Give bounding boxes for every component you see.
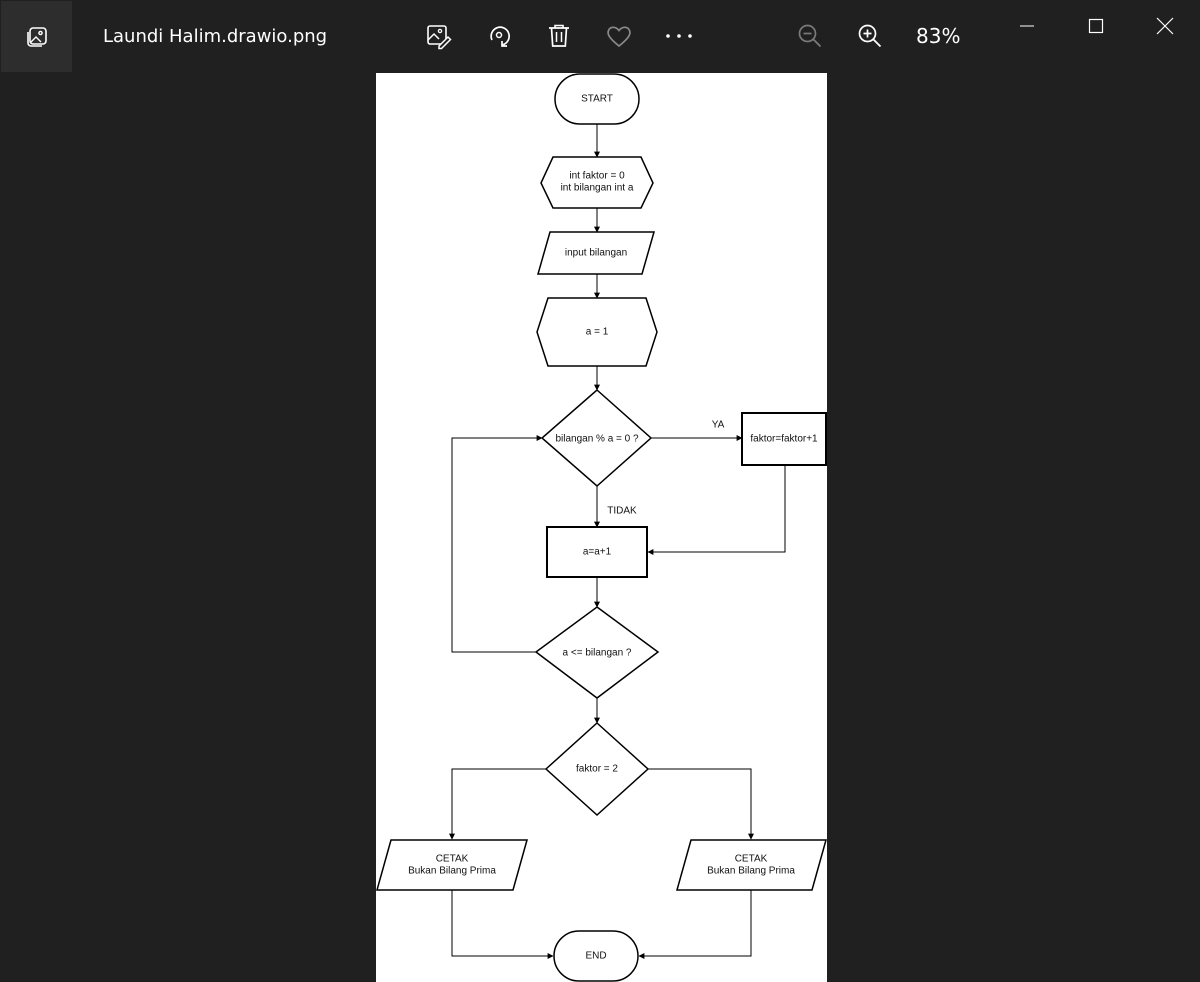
- more-options-button[interactable]: [661, 18, 697, 54]
- edit-image-button[interactable]: [420, 18, 456, 54]
- decision-loop-label: a <= bilangan ?: [563, 648, 632, 659]
- maximize-button[interactable]: [1073, 8, 1119, 44]
- connector-loop-back: [451, 435, 543, 653]
- increment-factor-process: faktor=faktor+1: [741, 412, 827, 466]
- rotate-icon: [490, 26, 510, 47]
- output-left-label-1: CETAK: [436, 854, 469, 865]
- decision-mod: bilangan % a = 0 ?: [540, 389, 653, 487]
- rotate-button[interactable]: [481, 18, 517, 54]
- connectors: [449, 124, 786, 959]
- increment-a-process: a=a+1: [546, 526, 648, 578]
- delete-button[interactable]: [541, 18, 577, 54]
- image-viewer[interactable]: START int faktor = 0 int bilangan int a …: [0, 73, 1200, 982]
- window-title: Laundi Halim.drawio.png: [103, 26, 328, 47]
- init-label-1: int faktor = 0: [569, 171, 625, 182]
- label-yes: YA: [712, 420, 725, 431]
- flowchart: START int faktor = 0 int bilangan int a …: [376, 73, 827, 982]
- assign-preparation: a = 1: [536, 297, 658, 367]
- connector-factor-right: [648, 768, 754, 840]
- maximize-icon: [1088, 18, 1104, 34]
- output-right-label-2: Bukan Bilang Prima: [707, 866, 795, 877]
- zoom-out-icon: [798, 24, 822, 48]
- connector-left-end: [451, 890, 554, 959]
- minimize-icon: [1020, 25, 1034, 27]
- connector-factor-left: [449, 768, 546, 840]
- start-terminal: START: [554, 73, 640, 125]
- connector-right-end: [638, 890, 752, 959]
- input-label: input bilangan: [565, 248, 627, 259]
- decision-factor-label: faktor = 2: [576, 764, 618, 775]
- zoom-level[interactable]: 83%: [916, 24, 961, 48]
- init-label-2: int bilangan int a: [561, 183, 634, 194]
- image-canvas: START int faktor = 0 int bilangan int a …: [376, 73, 827, 982]
- edit-image-icon: [427, 25, 452, 50]
- close-button[interactable]: [1142, 8, 1188, 44]
- decision-factor: faktor = 2: [544, 721, 650, 817]
- favorite-button[interactable]: [601, 18, 637, 54]
- decision-mod-label: bilangan % a = 0 ?: [555, 434, 639, 445]
- start-label: START: [581, 94, 613, 105]
- heart-icon: [607, 26, 631, 48]
- zoom-in-icon: [858, 24, 882, 48]
- assign-label: a = 1: [586, 327, 609, 338]
- output-right-io: CETAK Bukan Bilang Prima: [676, 839, 827, 891]
- input-io: input bilangan: [537, 231, 655, 275]
- init-preparation: int faktor = 0 int bilangan int a: [540, 156, 654, 209]
- ellipsis-icon: [666, 34, 692, 38]
- end-label: END: [585, 951, 606, 962]
- output-left-label-2: Bukan Bilang Prima: [408, 866, 496, 877]
- zoom-out-button[interactable]: [792, 18, 828, 54]
- close-icon: [1156, 17, 1174, 35]
- photos-app-icon: [26, 26, 47, 47]
- output-right-label-1: CETAK: [735, 854, 768, 865]
- decision-loop: a <= bilangan ?: [534, 606, 660, 699]
- increment-factor-label: faktor=faktor+1: [750, 434, 818, 445]
- minimize-button[interactable]: [1004, 8, 1050, 44]
- end-terminal: END: [553, 930, 639, 982]
- trash-icon: [549, 24, 569, 47]
- connector-factor-back: [647, 466, 786, 555]
- title-bar: Laundi Halim.drawio.png: [0, 0, 1200, 73]
- app-icon-button[interactable]: [1, 1, 72, 72]
- output-left-io: CETAK Bukan Bilang Prima: [376, 839, 528, 891]
- increment-a-label: a=a+1: [583, 547, 612, 558]
- zoom-in-button[interactable]: [852, 18, 888, 54]
- label-no: TIDAK: [607, 506, 637, 517]
